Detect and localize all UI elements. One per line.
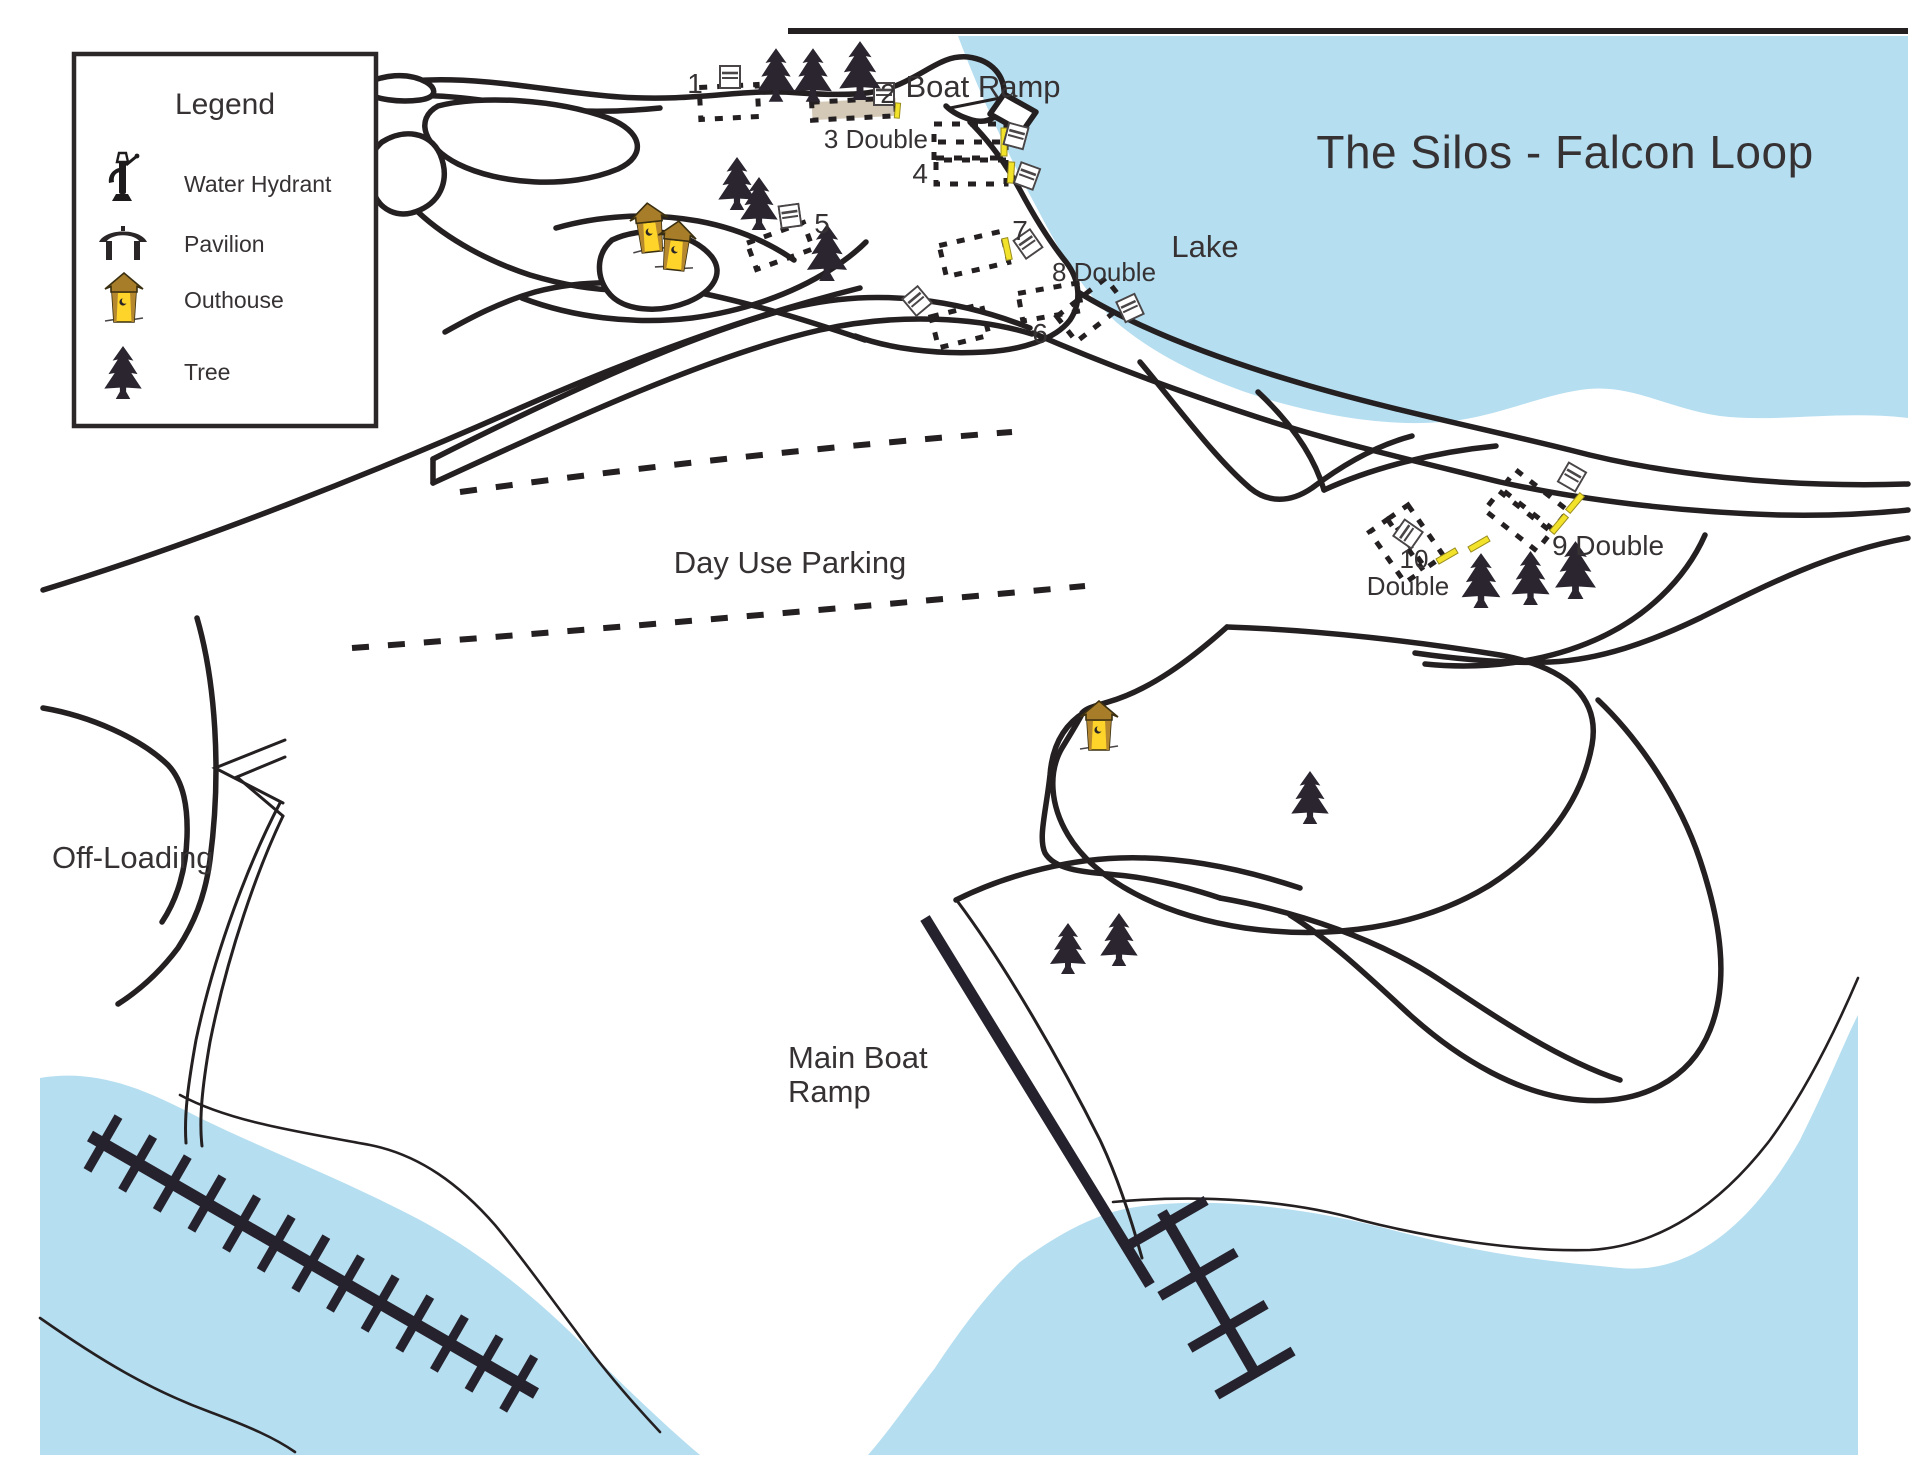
legend-item-tree: Tree [104, 346, 230, 399]
svg-text:Water Hydrant: Water Hydrant [184, 171, 332, 197]
campsite-pad-8a [1015, 280, 1085, 324]
campsite-label-3: 3 Double [824, 124, 928, 154]
campsite-label-8: 8 Double [1052, 257, 1156, 287]
label-boat-ramp: Boat Ramp [905, 69, 1060, 104]
bay-water-bottom-left [40, 1075, 700, 1455]
legend-title: Legend [175, 88, 275, 121]
water-bottom-right [868, 1015, 1858, 1455]
legend-item-pavilion: Pavilion [99, 226, 265, 260]
tree-icon [1100, 913, 1138, 966]
campsite-label-4: 4 [912, 158, 928, 189]
campsite-pad-7 [936, 228, 1012, 280]
dock-right [1127, 1196, 1296, 1400]
label-day-use-parking: Day Use Parking [674, 545, 907, 580]
campsite-pad-4 [933, 155, 1009, 187]
campsite-pad-8b [1053, 274, 1129, 346]
main-boat-ramp-line [920, 915, 1155, 1288]
tree-icon [1511, 551, 1550, 605]
campsite-pad-1 [696, 81, 762, 123]
label-lake: Lake [1171, 229, 1238, 264]
legend-item-outhouse: Outhouse [104, 272, 284, 323]
tree-icon [1050, 923, 1086, 974]
label-main-boat: Main Boat [788, 1040, 928, 1075]
lake-water-top-right [958, 36, 1908, 424]
shoreline-peninsula-left [178, 1093, 662, 1434]
shoreline-right [1111, 976, 1860, 1252]
campsite-label-2: 2 [880, 78, 896, 109]
parking-dash-line-upper [459, 429, 1013, 495]
parking-dash-line-lower [351, 583, 1086, 651]
campsite-label-5: 5 [814, 208, 830, 239]
campsite-label-10-line1: 10 [1400, 544, 1429, 574]
campsite-label-10-line2: Double [1367, 571, 1449, 601]
svg-text:Pavilion: Pavilion [184, 231, 265, 257]
dock-left [83, 1114, 540, 1413]
label-off-loading: Off-Loading [52, 840, 213, 875]
tree-icon [1461, 553, 1501, 608]
map-title: The Silos - Falcon Loop [1316, 126, 1813, 178]
campsite-pad-6 [927, 301, 993, 351]
shoreline-bottom-left [38, 1316, 297, 1454]
campsite-label-6: 6 [1032, 318, 1048, 349]
campsite-numbers: 1 2 3 Double 4 5 6 7 8 Double 9 Double 1… [687, 68, 1664, 601]
svg-text:Tree: Tree [184, 359, 230, 385]
legend-item-water-hydrant: Water Hydrant [107, 151, 332, 203]
campsite-label-9: 9 Double [1552, 530, 1664, 561]
svg-text:Outhouse: Outhouse [184, 287, 284, 313]
campsite-pad-5 [743, 219, 817, 273]
campsite-label-7: 7 [1012, 215, 1028, 246]
tree-icon [1291, 771, 1329, 824]
label-main-ramp: Ramp [788, 1074, 871, 1109]
legend: Legend Water Hydrant Pavilion Outhouse T… [71, 51, 379, 429]
campsite-label-1: 1 [687, 68, 703, 99]
